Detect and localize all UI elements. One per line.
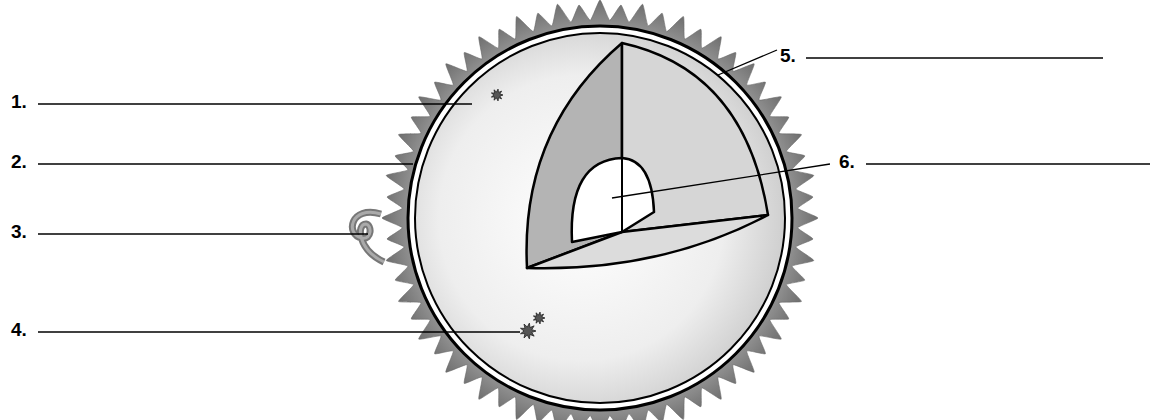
- callout-number: 6.: [839, 152, 855, 171]
- photosphere: [415, 33, 785, 403]
- core: [572, 158, 654, 242]
- sunspot: [533, 312, 545, 324]
- prominence: [352, 212, 384, 262]
- leader-line: [718, 50, 777, 75]
- leader-line: [612, 164, 830, 198]
- prominence-highlight: [352, 212, 384, 262]
- callout-number: 4.: [11, 320, 27, 339]
- label-line: [806, 57, 1103, 58]
- label-line: [38, 163, 413, 164]
- label-line: [38, 233, 368, 234]
- core-edge: [621, 158, 623, 232]
- photosphere-outline: [408, 26, 792, 410]
- label-line: [38, 331, 520, 332]
- cutaway-bottom-face: [527, 215, 768, 268]
- callout-number: 1.: [11, 92, 27, 111]
- sunspots: [491, 89, 545, 339]
- sunspot: [491, 89, 503, 101]
- callout-number: 2.: [11, 152, 27, 171]
- callout-number: 3.: [11, 222, 27, 241]
- label-line: [38, 103, 472, 104]
- corona: [382, 0, 818, 420]
- callout-number: 5.: [780, 46, 796, 65]
- leader-lines: [38, 50, 1150, 332]
- label-line: [866, 163, 1150, 164]
- sunspot: [520, 323, 536, 339]
